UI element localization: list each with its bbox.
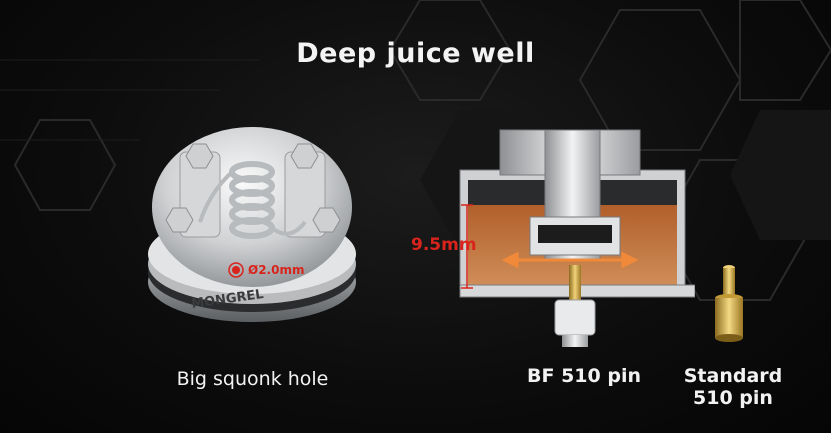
cross-section-image: 9.5mm xyxy=(411,129,695,347)
squonk-hole-caption: Big squonk hole xyxy=(176,368,329,390)
standard-510-pin-image xyxy=(715,265,743,342)
standard-510-pin-caption: Standard 510 pin xyxy=(678,365,788,409)
standard-pin-caption-line1: Standard xyxy=(683,365,783,387)
bf-510-pin-caption: BF 510 pin xyxy=(527,365,641,387)
squonk-hole-label: Ø2.0mm xyxy=(248,263,304,277)
page-title: Deep juice well xyxy=(296,38,535,69)
standard-pin-caption-line2: 510 pin xyxy=(693,387,773,409)
juice-well-depth-label: 9.5mm xyxy=(411,235,477,255)
rda-deck-image: Ø2.0mm MONGREL xyxy=(148,127,356,322)
